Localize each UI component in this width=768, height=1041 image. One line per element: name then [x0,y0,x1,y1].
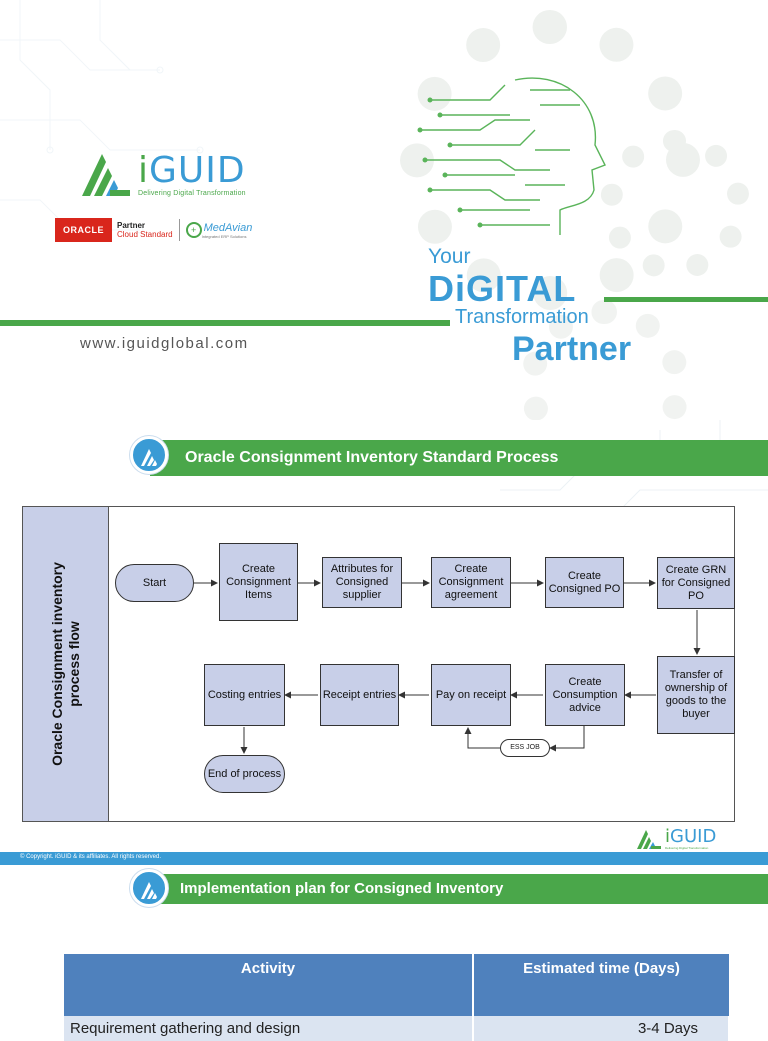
flow-node-grn: Create GRN for Consigned PO [657,557,735,609]
medavian-icon: + [185,222,202,238]
iguid-logo-icon [637,830,661,849]
tagline-transformation: Transformation [455,306,589,328]
flow-node-consumption: Create Consumption advice [545,664,625,726]
flow-node-costing: Costing entries [204,664,285,726]
flow-node-attributes: Attributes for Consigned supplier [322,557,402,608]
flow-node-receipt: Receipt entries [320,664,399,726]
tagline-partner: Partner [512,330,632,368]
section-title-bar [150,440,768,476]
process-slide: Oracle Consignment Inventory Standard Pr… [0,420,768,865]
slide-title: Oracle Consignment Inventory Standard Pr… [185,449,559,466]
brand-tagline: Delivering Digital Transformation [138,189,246,197]
footer-logo: iGUID Delivering Digital Transformation [636,828,716,850]
iguid-logo: iGUID Delivering Digital Transformation [80,150,246,198]
flow-node-create-items: Create Consignment Items [219,543,298,621]
flow-node-pay: Pay on receipt [431,664,511,726]
iguid-logo-icon [82,154,130,196]
flow-node-start: Start [115,564,194,602]
iguid-badge-icon [130,436,168,474]
website-url[interactable]: www.iguidglobal.com [80,335,249,352]
circuit-background [0,0,204,234]
implementation-plan-table: Activity Estimated time (Days) Requireme… [64,954,730,1041]
cover-slide: iGUID Delivering Digital Transformation … [0,0,768,470]
oracle-logo: ORACLE [55,218,112,242]
table-row: Requirement gathering and design 3-4 Day… [64,1016,730,1041]
footer-bar [0,852,768,865]
slide-title: Implementation plan for Consigned Invent… [180,880,504,897]
flow-node-transfer: Transfer of ownership of goods to the bu… [657,656,735,734]
flow-connectors [194,579,701,754]
table-header-activity: Activity [64,954,474,1016]
table-header-days: Estimated time (Days) [473,954,729,1016]
section-title-bar [150,874,768,904]
ess-job-label: ESS JOB [500,739,550,757]
digital-head-illustration [417,77,606,235]
partner-logos: ORACLE Partner Cloud Standard + MedAvian… [55,218,252,242]
process-flow-diagram: Oracle Consignment inventory process flo… [22,506,735,822]
divider [178,219,180,241]
oracle-partner-label: Partner Cloud Standard [117,221,173,239]
accent-line [604,297,768,302]
iguid-badge-icon [130,869,168,907]
flow-node-end: End of process [204,755,285,793]
plan-slide: Implementation plan for Consigned Invent… [0,865,768,1041]
flow-node-consigned-po: Create Consigned PO [545,557,624,608]
gear-decoration [600,130,750,280]
table-cell-activity: Requirement gathering and design [64,1016,474,1041]
flow-node-agreement: Create Consignment agreement [431,557,511,608]
swimlane-header: Oracle Consignment inventory process flo… [23,507,109,821]
brand-name: iGUID [138,149,246,191]
table-cell-days: 3-4 Days [473,1016,730,1041]
accent-line [0,320,450,326]
copyright-text: © Copyright. iGUID & its affiliates. All… [20,854,162,860]
tagline-digital: DiGITAL [428,268,577,309]
medavian-logo: + MedAvian Integrated ERP Solutions [185,222,252,239]
tagline-your: Your [428,245,471,268]
